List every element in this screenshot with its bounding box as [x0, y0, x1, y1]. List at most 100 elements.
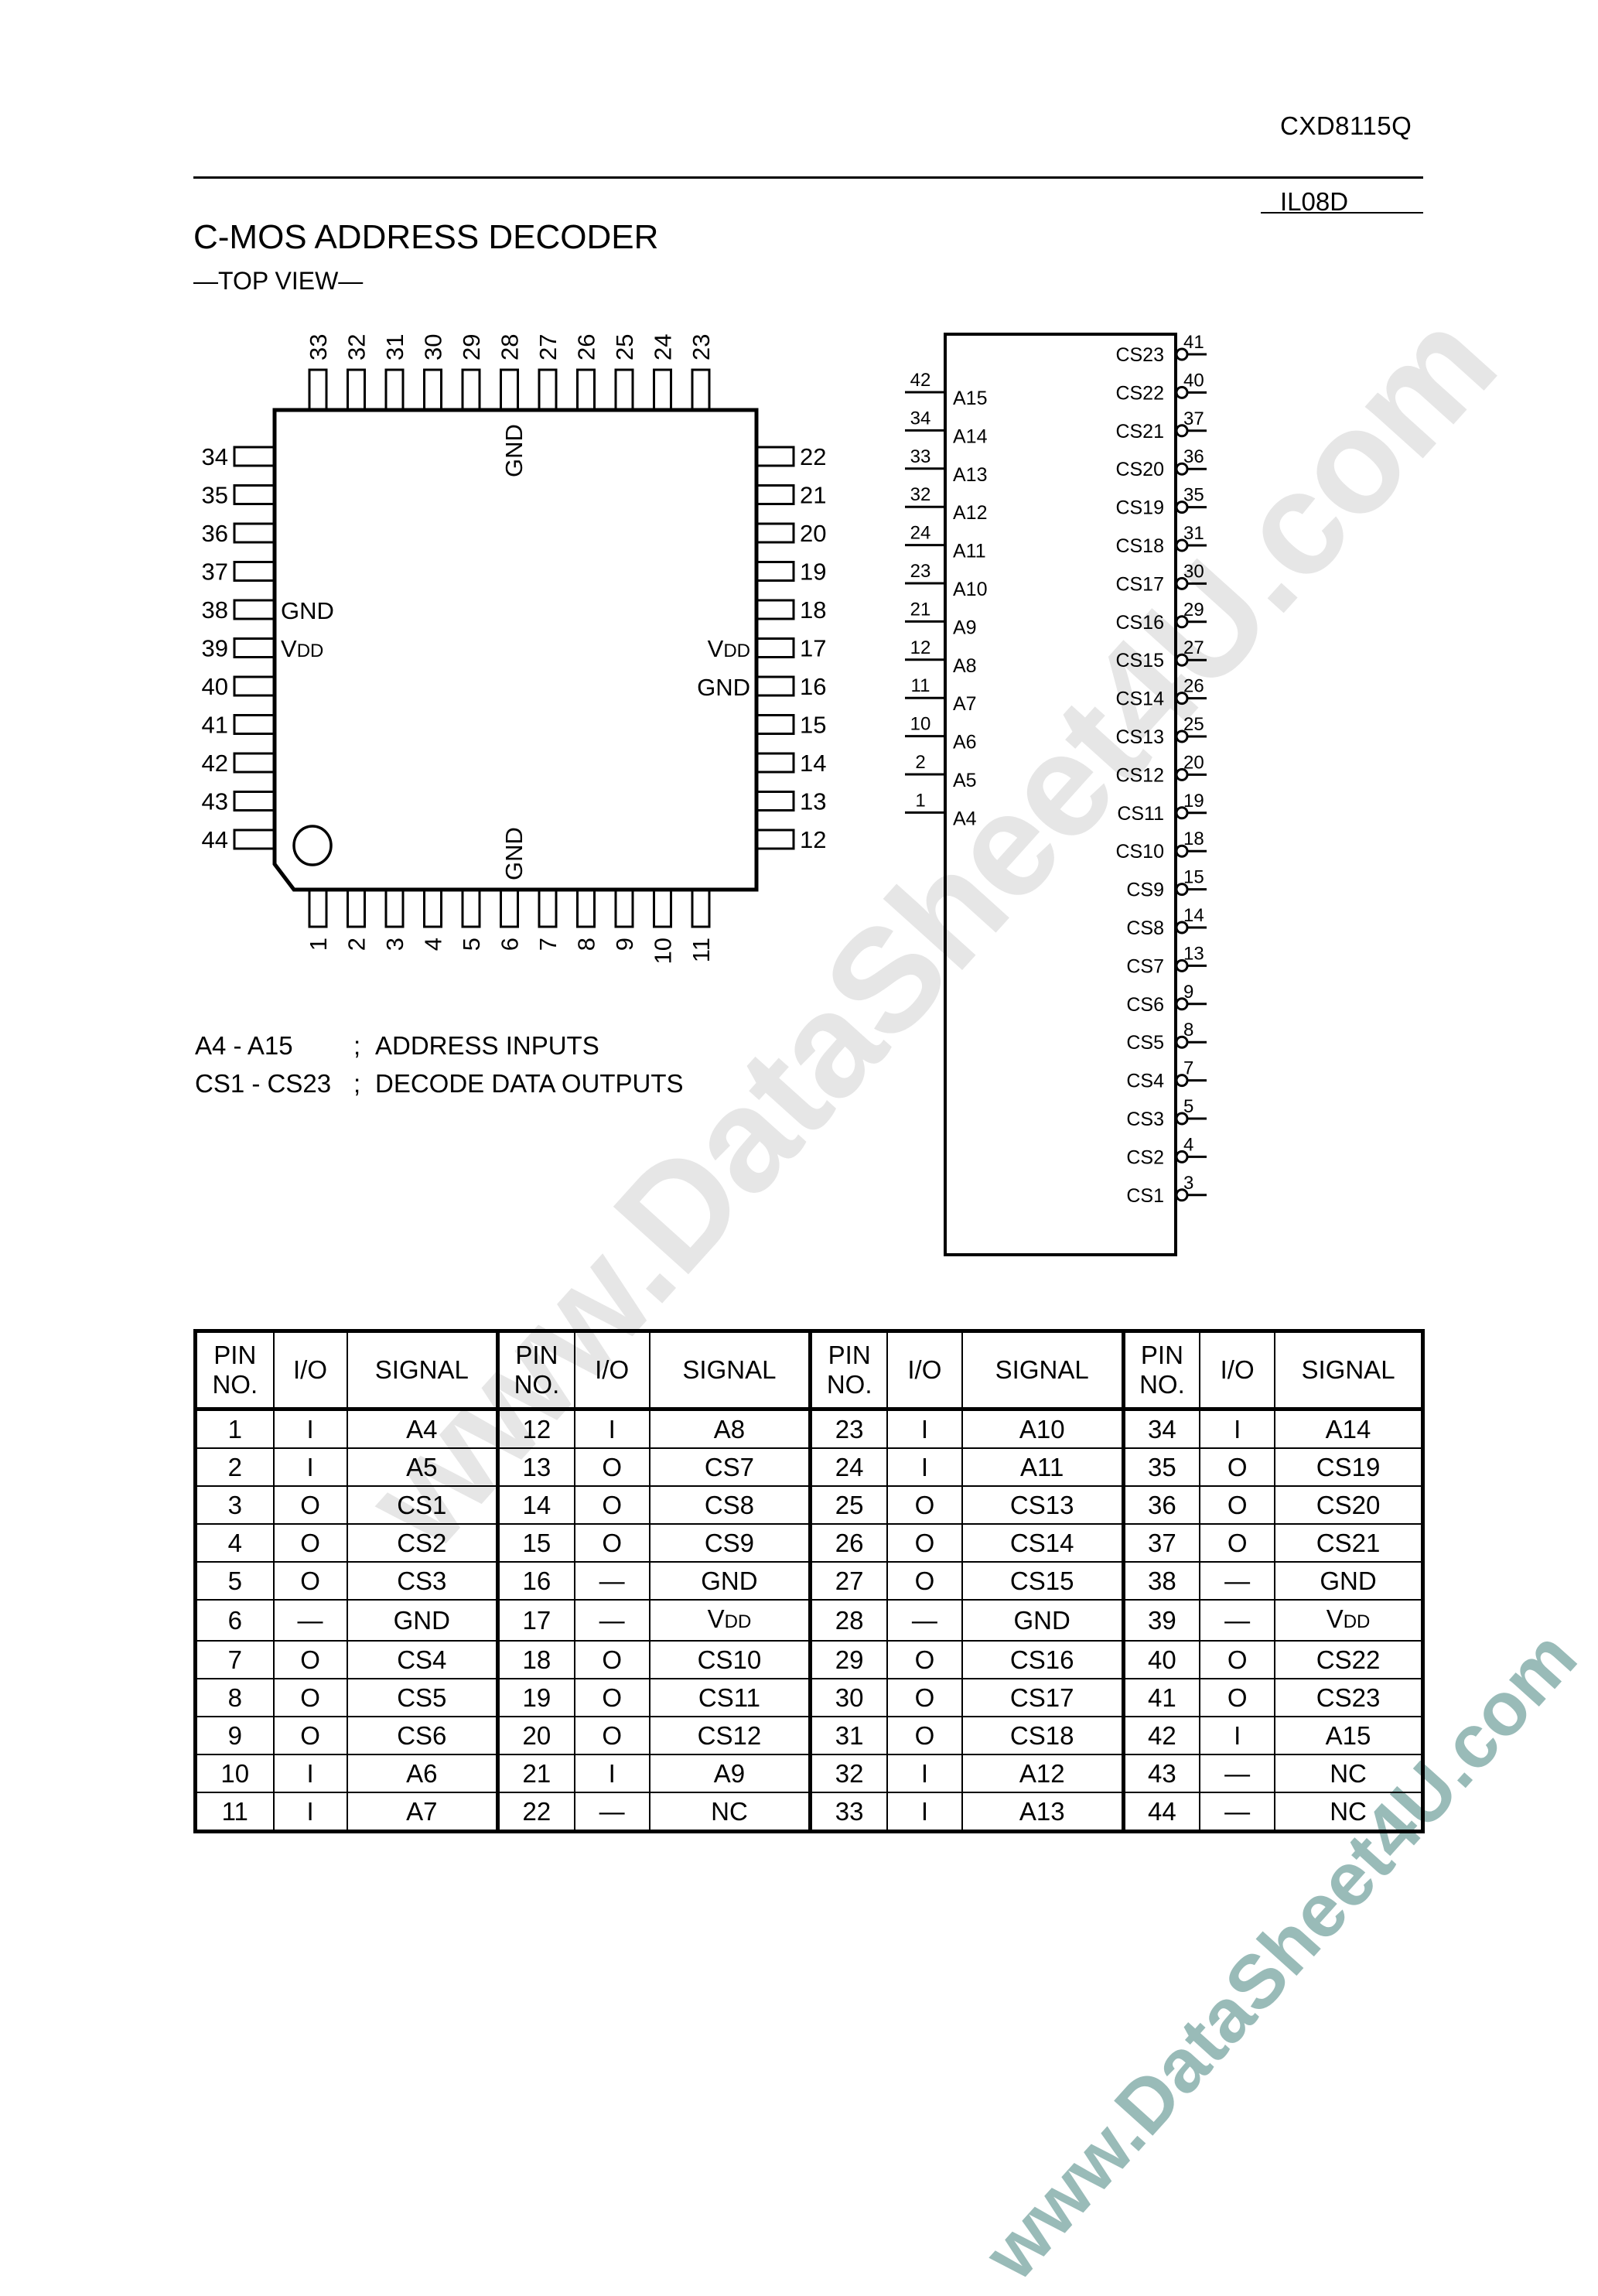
qfp-pin [576, 368, 596, 412]
pin-number: 4 [1183, 1134, 1193, 1155]
cell-io: O [886, 1561, 963, 1601]
cell-signal: A9 [648, 1754, 811, 1793]
cell-io: O [1199, 1485, 1276, 1525]
cell-io: O [1199, 1523, 1276, 1563]
pin-number: 11 [911, 675, 930, 696]
pin-number: 19 [800, 559, 826, 586]
signal-label: A13 [953, 464, 987, 486]
cell-pin-no: 14 [496, 1485, 575, 1525]
cell-pin-no: 41 [1121, 1678, 1201, 1717]
cell-io: I [1199, 1408, 1276, 1449]
signal-label: CS10 [1115, 841, 1164, 863]
qfp-pin [347, 888, 366, 928]
cell-io: O [573, 1485, 650, 1525]
cell-signal: A5 [346, 1447, 499, 1487]
cell-pin-no: 37 [1121, 1523, 1201, 1563]
pin-number: 2 [343, 938, 370, 951]
qfp-pin [384, 368, 405, 412]
cell-pin-no: 16 [496, 1561, 575, 1601]
pin-number: 26 [1183, 676, 1204, 697]
cell-signal: CS17 [961, 1678, 1125, 1717]
cell-io: O [886, 1523, 963, 1563]
pin-number: 41 [202, 712, 228, 739]
signal-label: CS16 [1115, 612, 1164, 634]
logic-outputs: 41CS2340CS2237CS2136CS2035CS1931CS1830CS… [1115, 332, 1207, 1207]
qfp-pin [614, 368, 634, 412]
pin-number: 4 [420, 938, 447, 951]
pin-number: 42 [202, 750, 228, 777]
qfp-pin [233, 791, 276, 811]
cell-signal: NC [1274, 1754, 1424, 1793]
cell-pin-no: 12 [496, 1408, 575, 1449]
cell-io: O [886, 1678, 963, 1717]
cell-io: I [1199, 1716, 1276, 1755]
left-vdd-label: VDD [281, 635, 323, 662]
signal-label: CS11 [1117, 803, 1164, 825]
pin-number: 24 [650, 334, 677, 360]
qfp-pin [755, 484, 795, 505]
qfp-pin [538, 368, 558, 412]
cell-signal: CS18 [961, 1716, 1125, 1755]
qfp-pin [755, 752, 795, 774]
cell-io: O [573, 1716, 650, 1755]
header-signal: SIGNAL [346, 1330, 499, 1410]
cell-signal: CS9 [648, 1523, 811, 1563]
cell-pin-no: 38 [1121, 1561, 1201, 1601]
pin-number: 22 [800, 443, 826, 470]
pin-number: 30 [1183, 561, 1204, 582]
pin-number: 2 [915, 752, 925, 773]
qfp-pin [755, 829, 795, 850]
pin-number: 5 [1183, 1096, 1193, 1117]
cell-pin-no: 25 [808, 1485, 889, 1525]
pin-number: 7 [1183, 1058, 1193, 1079]
logic-symbol-body [944, 333, 1177, 1256]
cell-pin-no: 27 [808, 1561, 889, 1601]
qfp-pin [755, 675, 795, 697]
legend-desc: DECODE DATA OUTPUTS [375, 1069, 684, 1098]
cell-io: I [272, 1754, 348, 1793]
cell-signal: CS1 [346, 1485, 499, 1525]
cell-io: O [886, 1640, 963, 1679]
qfp-pin [233, 446, 276, 467]
qfp-pin [755, 791, 795, 811]
top-gnd-label: GND [500, 424, 528, 477]
pin-number: 1 [915, 790, 925, 811]
cell-signal: CS7 [648, 1447, 811, 1487]
pin-number: 20 [800, 520, 826, 547]
cell-pin-no: 20 [496, 1716, 575, 1755]
cell-io: — [573, 1561, 650, 1601]
cell-signal: GND [648, 1561, 811, 1601]
pin-number: 21 [800, 482, 826, 509]
cell-io: I [272, 1447, 348, 1487]
signal-label: CS21 [1115, 421, 1164, 442]
cell-signal: CS15 [961, 1561, 1125, 1601]
cell-io: I [272, 1408, 348, 1449]
pin-number: 27 [534, 334, 562, 360]
cell-pin-no: 11 [194, 1792, 275, 1833]
signal-label: A14 [953, 425, 988, 447]
signal-label: CS6 [1126, 994, 1164, 1016]
cell-pin-no: 7 [194, 1640, 275, 1679]
cell-signal: CS20 [1274, 1485, 1424, 1525]
